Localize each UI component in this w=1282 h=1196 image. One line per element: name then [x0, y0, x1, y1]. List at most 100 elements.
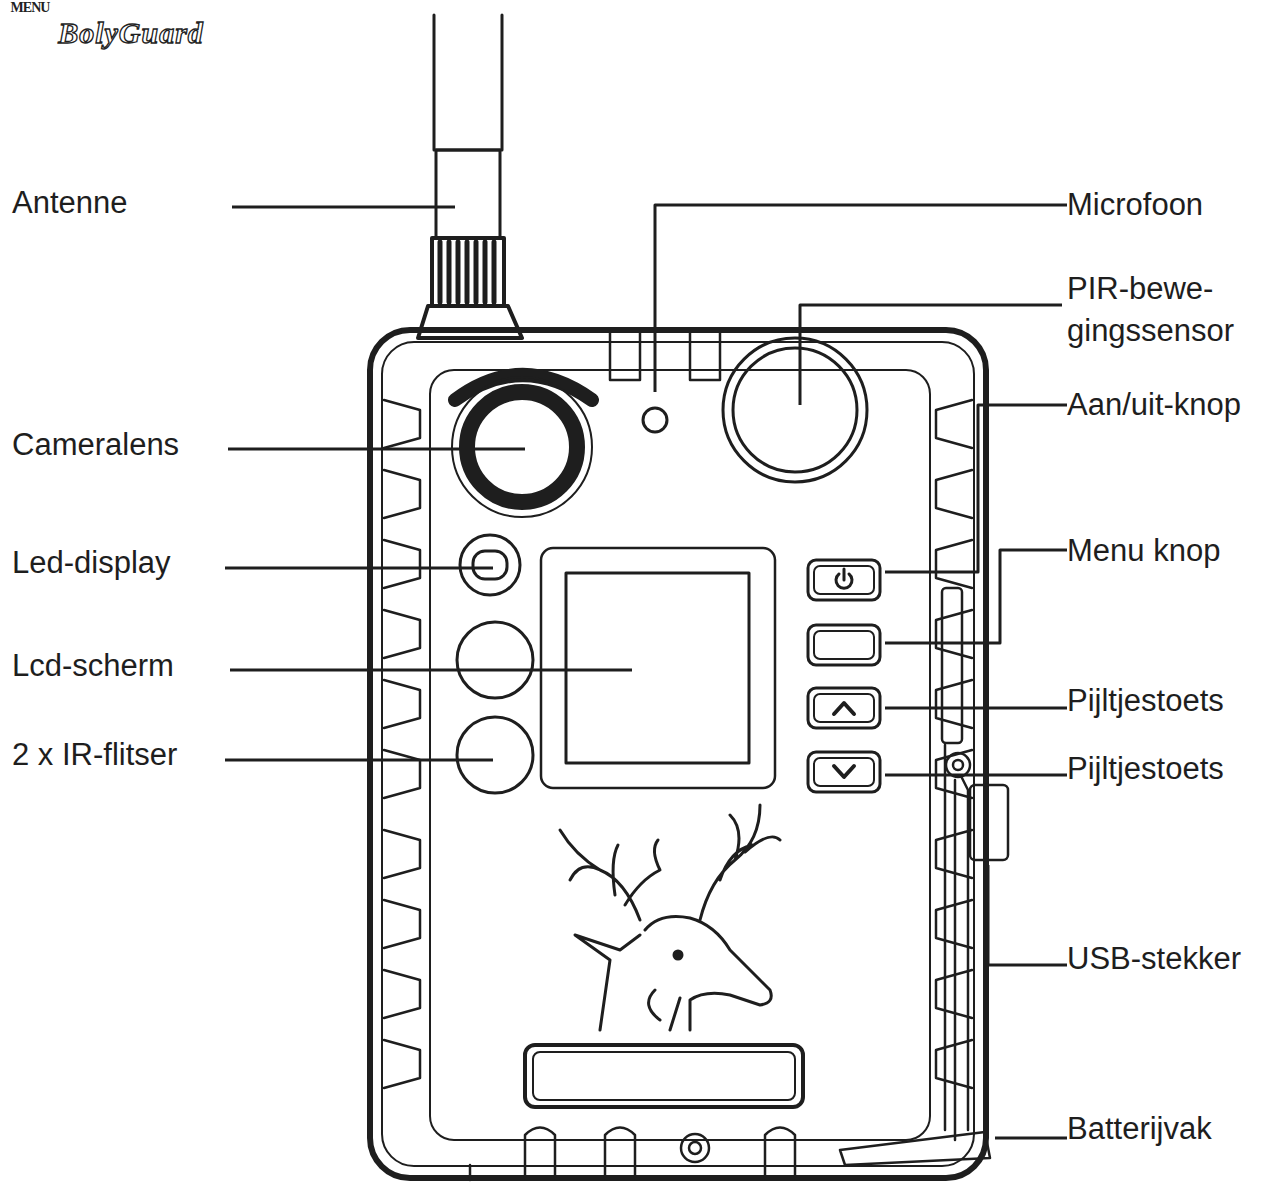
part-label: Led-display [12, 542, 171, 584]
antenna [434, 15, 502, 150]
side-latch [946, 753, 970, 777]
knurl-line [456, 242, 461, 302]
leader-lines [228, 448, 525, 451]
camera-body [370, 330, 986, 1178]
deer-logo [560, 805, 780, 1030]
side-latch [953, 760, 963, 770]
buttons [834, 766, 854, 777]
leader-lines [655, 205, 1067, 392]
leader-lines [988, 865, 1067, 965]
side-latch [942, 588, 962, 743]
antenna [436, 150, 500, 238]
part-label: Batterijvak [1067, 1108, 1212, 1150]
leader-lines [885, 405, 1067, 572]
leader-lines [230, 669, 632, 672]
side-latch [970, 785, 1008, 860]
buttons [808, 625, 880, 665]
deer-logo [575, 917, 771, 1031]
body-rib [936, 470, 972, 518]
knurl-line [483, 242, 488, 302]
part-label: Antenne [12, 182, 128, 224]
top-notches [605, 1128, 635, 1179]
buttons [814, 694, 874, 722]
body-rib [384, 900, 420, 948]
leader-lines [885, 774, 1067, 777]
knurl-line [438, 242, 443, 302]
body-rib [384, 750, 420, 798]
leader-lines [225, 567, 493, 570]
part-label: USB-stekker [1067, 938, 1241, 980]
leader-lines [995, 1137, 1067, 1140]
led-display [473, 551, 507, 579]
top-notches [525, 1128, 555, 1179]
part-label: Microfoon [1067, 184, 1203, 226]
leader-lines [225, 205, 1067, 1138]
top-notches [689, 1142, 701, 1154]
side-latch [944, 745, 947, 1130]
body-rib [384, 470, 420, 518]
part-label: Pijltjestoets [1067, 680, 1224, 722]
ir-flash [457, 717, 533, 793]
deer-logo [700, 805, 780, 920]
button-text: MENU [0, 0, 60, 16]
buttons [808, 752, 880, 792]
buttons [814, 566, 874, 594]
part-label: Pijltjestoets [1067, 748, 1224, 790]
part-label: Lcd-scherm [12, 645, 174, 687]
leader-lines [885, 707, 1067, 710]
knurl-line [492, 242, 497, 302]
part-label: Menu knop [1067, 530, 1220, 572]
antenna [432, 238, 504, 306]
body-ribs [384, 400, 972, 1088]
side-latch [470, 588, 1008, 1180]
top-notches [690, 332, 720, 380]
part-label: PIR-bewe- gingssensor [1067, 268, 1272, 352]
top-notches [681, 1134, 709, 1162]
buttons [834, 703, 854, 714]
deer-logo [560, 830, 660, 920]
lcd-screen [566, 573, 749, 763]
body-rib [384, 400, 420, 448]
knurl-line [447, 242, 452, 302]
leader-lines [885, 550, 1067, 643]
side-latch [840, 1132, 990, 1165]
body-rib [384, 970, 420, 1018]
brand-logo: BolyGuard [0, 16, 262, 50]
pir-sensor [723, 338, 867, 482]
side-latch [954, 780, 957, 1140]
pir-sensor [723, 338, 867, 482]
logo-plate [525, 1045, 803, 1107]
ir-flash [457, 622, 533, 698]
pir-sensor [733, 348, 857, 472]
camera-body [370, 330, 986, 1178]
logo-plate [525, 1045, 803, 1107]
camera-body [430, 370, 930, 1140]
top-notches [765, 1128, 795, 1179]
body-rib [384, 1040, 420, 1088]
buttons [814, 631, 874, 659]
body-rib [936, 540, 972, 588]
microphone [643, 408, 667, 432]
antenna [418, 15, 522, 338]
part-label: Cameralens [12, 424, 179, 466]
lcd-screen [541, 548, 775, 788]
body-rib [936, 400, 972, 448]
deer-logo [674, 951, 682, 959]
part-label: 2 x IR-flitser [12, 734, 177, 776]
buttons [808, 688, 880, 728]
antenna [418, 306, 522, 338]
camera-lens [452, 375, 592, 517]
logo-plate [533, 1052, 795, 1100]
part-label: Aan/uit-knop [1067, 384, 1241, 426]
led-display [460, 535, 520, 595]
lcd-screen [541, 548, 775, 788]
leader-lines [800, 305, 1062, 405]
buttons [814, 758, 874, 786]
side-latch [469, 1165, 472, 1180]
camera-body [382, 342, 974, 1166]
body-rib [384, 610, 420, 658]
buttons [843, 569, 846, 580]
knurl-line [465, 242, 470, 302]
